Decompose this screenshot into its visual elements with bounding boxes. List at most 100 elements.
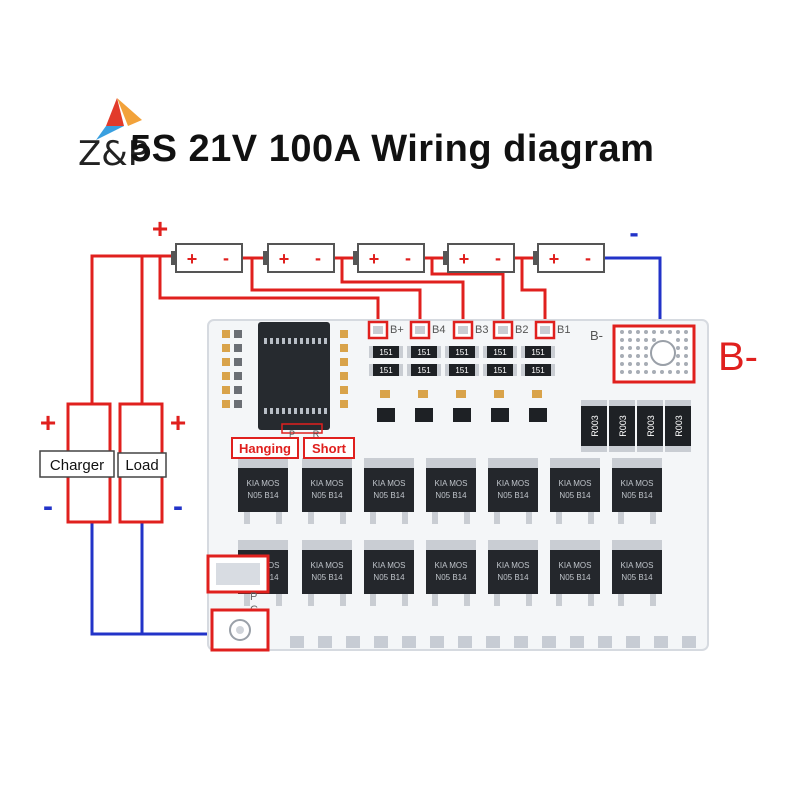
smd-resistor-151: 151 (521, 364, 555, 376)
mosfet-marking-bottom: N05 B14 (621, 491, 653, 500)
mosfet-marking-top: KIA MOS (497, 561, 530, 570)
mosfet: KIA MOS N05 B14 (302, 458, 352, 524)
tap-label: B2 (515, 324, 528, 336)
smd-resistor-151: 151 (407, 364, 441, 376)
resistor-code: 151 (493, 348, 507, 357)
mosfet: KIA MOS N05 B14 (612, 540, 662, 606)
jumper-r-letter: R (313, 429, 320, 439)
cell-minus-sign: - (223, 248, 229, 268)
resistor-code: 151 (379, 366, 393, 375)
mosfet-marking-bottom: N05 B14 (497, 491, 529, 500)
mosfet-marking-top: KIA MOS (247, 479, 280, 488)
mosfet-marking-bottom: N05 B14 (559, 491, 591, 500)
mosfet-marking-top: KIA MOS (311, 479, 344, 488)
mosfet-marking-top: KIA MOS (559, 561, 592, 570)
mosfet-marking-top: KIA MOS (435, 479, 468, 488)
mode-jumpers: Hanging Short P R (231, 423, 355, 459)
cell-minus-sign: - (315, 248, 321, 268)
mosfet: KIA MOS N05 B14 (364, 458, 414, 524)
resistor-code: 151 (379, 348, 393, 357)
b-minus-terminal (612, 324, 696, 384)
shunt-resistor: R003 (665, 400, 691, 452)
mosfet-marking-bottom: N05 B14 (373, 491, 405, 500)
mosfet: KIA MOS N05 B14 (488, 458, 538, 524)
mosfet: KIA MOS N05 B14 (550, 540, 600, 606)
blue-wires (90, 256, 662, 636)
mosfet-marking-bottom: N05 B14 (311, 491, 343, 500)
smd-resistor-151: 151 (369, 364, 403, 376)
shunt-code: R003 (618, 415, 628, 437)
mosfet-marking-top: KIA MOS (497, 479, 530, 488)
b-minus-big-label: B- (718, 335, 758, 379)
b-minus-small-label: B- (590, 328, 603, 343)
resistor-code: 151 (417, 366, 431, 375)
battery-cell: +- (353, 243, 425, 273)
resistor-code: 151 (455, 366, 469, 375)
battery-cells: +-+-+-+-+- (171, 243, 605, 273)
mosfet-marking-top: KIA MOS (373, 479, 406, 488)
tap-label: B3 (475, 324, 488, 336)
cell-plus-sign: + (549, 249, 560, 269)
load-plus-sign: + (170, 407, 186, 438)
page-title: 5S 21V 100A Wiring diagram (130, 128, 655, 170)
battery-cell: +- (171, 243, 243, 273)
mosfet-marking-top: KIA MOS (311, 561, 344, 570)
mosfet-marking-bottom: N05 B14 (497, 573, 529, 582)
mosfet: KIA MOS N05 B14 (488, 540, 538, 606)
resistor-code: 151 (493, 366, 507, 375)
p-minus-pad (206, 554, 270, 594)
mosfet-marking-top: KIA MOS (559, 479, 592, 488)
mosfet-marking-top: KIA MOS (373, 561, 406, 570)
cell-plus-sign: + (459, 249, 470, 269)
mosfet-marking-top: KIA MOS (621, 561, 654, 570)
charger-plus-sign: + (40, 407, 56, 438)
load-block: Load (117, 402, 167, 524)
brand-logo (96, 98, 142, 140)
balance-tap: B+ (367, 320, 404, 340)
cell-minus-sign: - (495, 248, 501, 268)
load-minus-sign: - (173, 490, 183, 523)
mosfet: KIA MOS N05 B14 (550, 458, 600, 524)
mosfet-marking-bottom: N05 B14 (559, 573, 591, 582)
short-label: Short (312, 441, 347, 456)
charger-label: Charger (50, 457, 104, 474)
smd-resistor-151: 151 (445, 346, 479, 358)
pack-minus-sign: - (629, 217, 638, 248)
resistor-code: 151 (531, 348, 545, 357)
current-shunt-resistors: R003 R003 R003 R003 (581, 400, 691, 452)
jumper-p-letter: P (289, 429, 295, 439)
battery-cell: +- (533, 243, 605, 273)
c-minus-terminal (210, 608, 270, 652)
pack-plus-sign: + (152, 213, 168, 244)
balance-tap: B1 (534, 320, 570, 340)
mosfet-marking-bottom: N05 B14 (373, 573, 405, 582)
shunt-code: R003 (646, 415, 656, 437)
shunt-code: R003 (590, 415, 600, 437)
smd-resistor-array: 151 151 151 151 151 151 151 151 151 151 (369, 346, 555, 376)
cell-minus-sign: - (405, 248, 411, 268)
balance-tap: B2 (492, 320, 528, 340)
cell-plus-sign: + (369, 249, 380, 269)
mosfet: KIA MOS N05 B14 (238, 458, 288, 524)
mosfet: KIA MOS N05 B14 (364, 540, 414, 606)
charger-minus-sign: - (43, 490, 53, 523)
shunt-resistor: R003 (637, 400, 663, 452)
balance-tap: B3 (452, 320, 488, 340)
shunt-code: R003 (674, 415, 684, 437)
battery-cell: +- (443, 243, 515, 273)
balance-tap: B4 (409, 320, 445, 340)
tap-label: B+ (390, 324, 404, 336)
mosfet-marking-top: KIA MOS (621, 479, 654, 488)
smd-resistor-151: 151 (369, 346, 403, 358)
cell-plus-sign: + (187, 249, 198, 269)
smd-resistor-151: 151 (407, 346, 441, 358)
mosfet-marking-bottom: N05 B14 (247, 491, 279, 500)
battery-cell: +- (263, 243, 335, 273)
tap-label: B4 (432, 324, 445, 336)
mosfet-marking-bottom: N05 B14 (621, 573, 653, 582)
p-label: P (250, 591, 257, 603)
smd-resistor-151: 151 (521, 346, 555, 358)
